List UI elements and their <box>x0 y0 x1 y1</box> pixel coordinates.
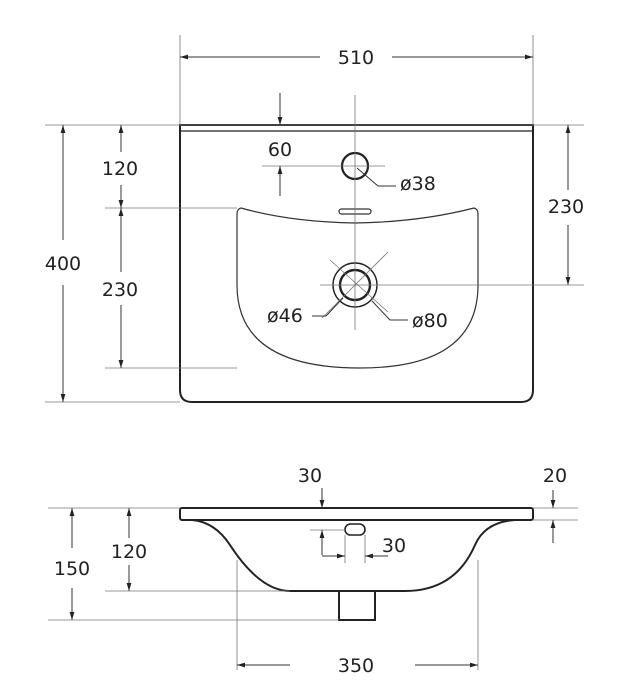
total-height-dimension: 150 <box>54 558 90 580</box>
top-view: 510 400 120 230 230 60 ø38 ø46 ø80 <box>45 35 584 403</box>
drain-inner-diameter: ø46 <box>267 305 303 327</box>
faucet-offset-dimension: 120 <box>102 158 138 180</box>
basin-width-dimension: 350 <box>338 655 374 677</box>
drain-pipe <box>338 590 376 621</box>
width-dimension: 510 <box>338 47 374 69</box>
rim-dimension: 20 <box>543 465 567 487</box>
height-dimension: 400 <box>45 253 81 275</box>
drain-outer-diameter: ø80 <box>412 310 448 332</box>
slab-dimension: 30 <box>298 465 322 487</box>
overflow-dimension: 30 <box>382 535 406 557</box>
side-view: 30 20 150 120 30 350 <box>48 465 578 677</box>
faucet-clearance-dimension: 60 <box>268 139 292 161</box>
drain-offset-dimension: 230 <box>548 196 584 218</box>
overflow-hole <box>344 523 366 536</box>
basin-depth-dimension: 230 <box>102 279 138 301</box>
basin-height-dimension: 120 <box>111 541 147 563</box>
slab <box>179 507 534 521</box>
faucet-hole-diameter: ø38 <box>400 173 436 195</box>
